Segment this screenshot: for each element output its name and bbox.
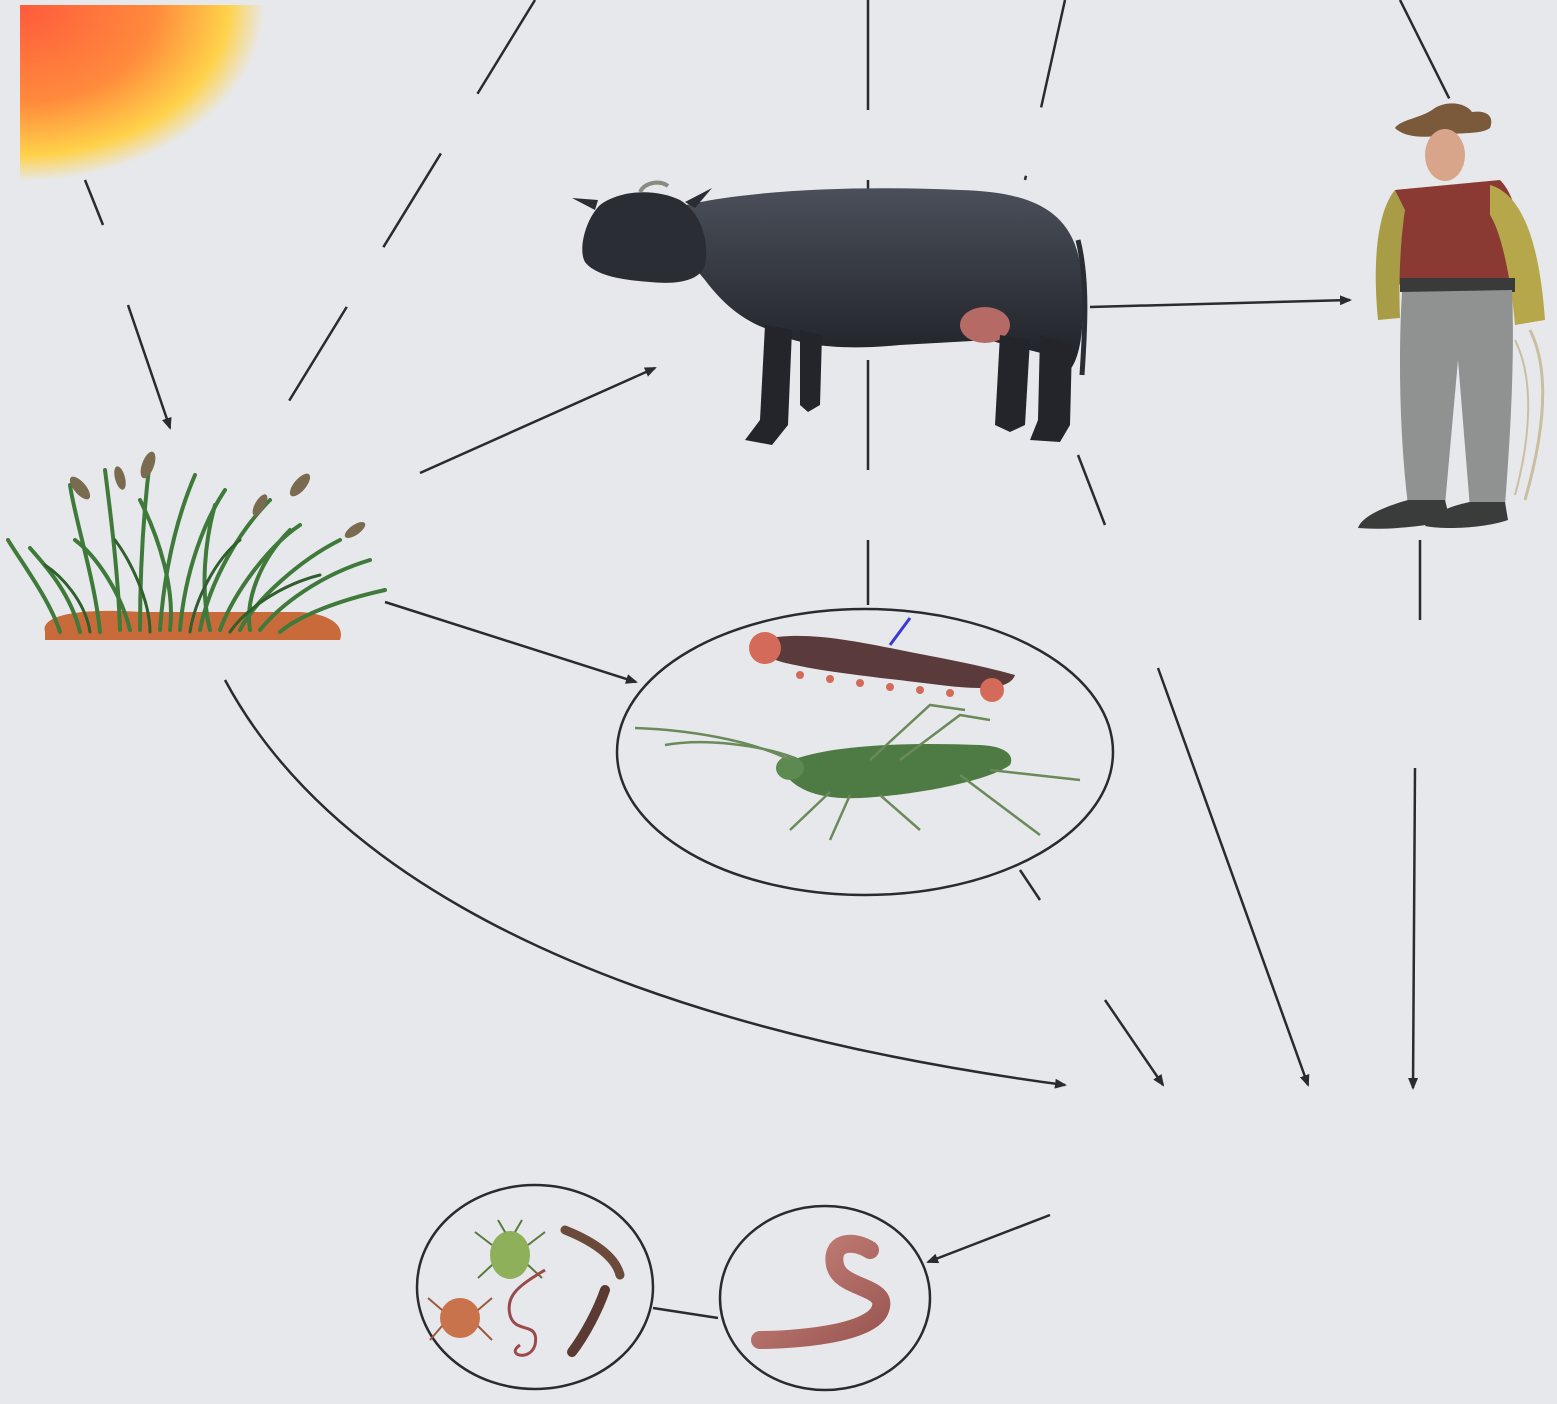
dashed-line-c [1025, 0, 1065, 180]
caterpillar-icon [749, 618, 1015, 702]
dashed-line-d [1400, 0, 1455, 110]
edge-sun-to-grass [85, 180, 170, 428]
soil-organisms-icon [417, 1185, 653, 1389]
grasshopper-icon [635, 705, 1080, 840]
insects-icon [617, 609, 1113, 895]
decomposer-dashed-arrows [1020, 455, 1420, 1088]
edge-insects-to-earthworm-b [1105, 1000, 1163, 1085]
larva-icon [565, 1230, 620, 1352]
edge-to-earthworm [928, 1215, 1050, 1262]
earthworm-icon [720, 1206, 930, 1390]
grass-icon [8, 450, 385, 640]
nematode-icon [509, 1270, 545, 1355]
dashed-line-a [262, 0, 535, 445]
edge-grass-to-cow [420, 368, 655, 473]
edge-grass-to-earthworm [225, 680, 1065, 1085]
sun-icon [20, 5, 265, 182]
cow-icon [572, 183, 1085, 445]
edge-insects-to-earthworm-a [1020, 870, 1040, 900]
edge-farmer-to-earthworm-b [1413, 768, 1415, 1088]
edge-cow-to-earthworm-a [1078, 455, 1105, 525]
edge-cow-to-earthworm-b [1158, 668, 1308, 1085]
farmer-icon [1358, 103, 1545, 528]
edge-grass-to-insects [385, 602, 636, 682]
mite-icon [475, 1220, 545, 1279]
edge-earthworm-to-soil-organisms [653, 1308, 718, 1318]
edge-cow-to-farmer [1090, 300, 1350, 307]
spider-icon [428, 1298, 492, 1340]
